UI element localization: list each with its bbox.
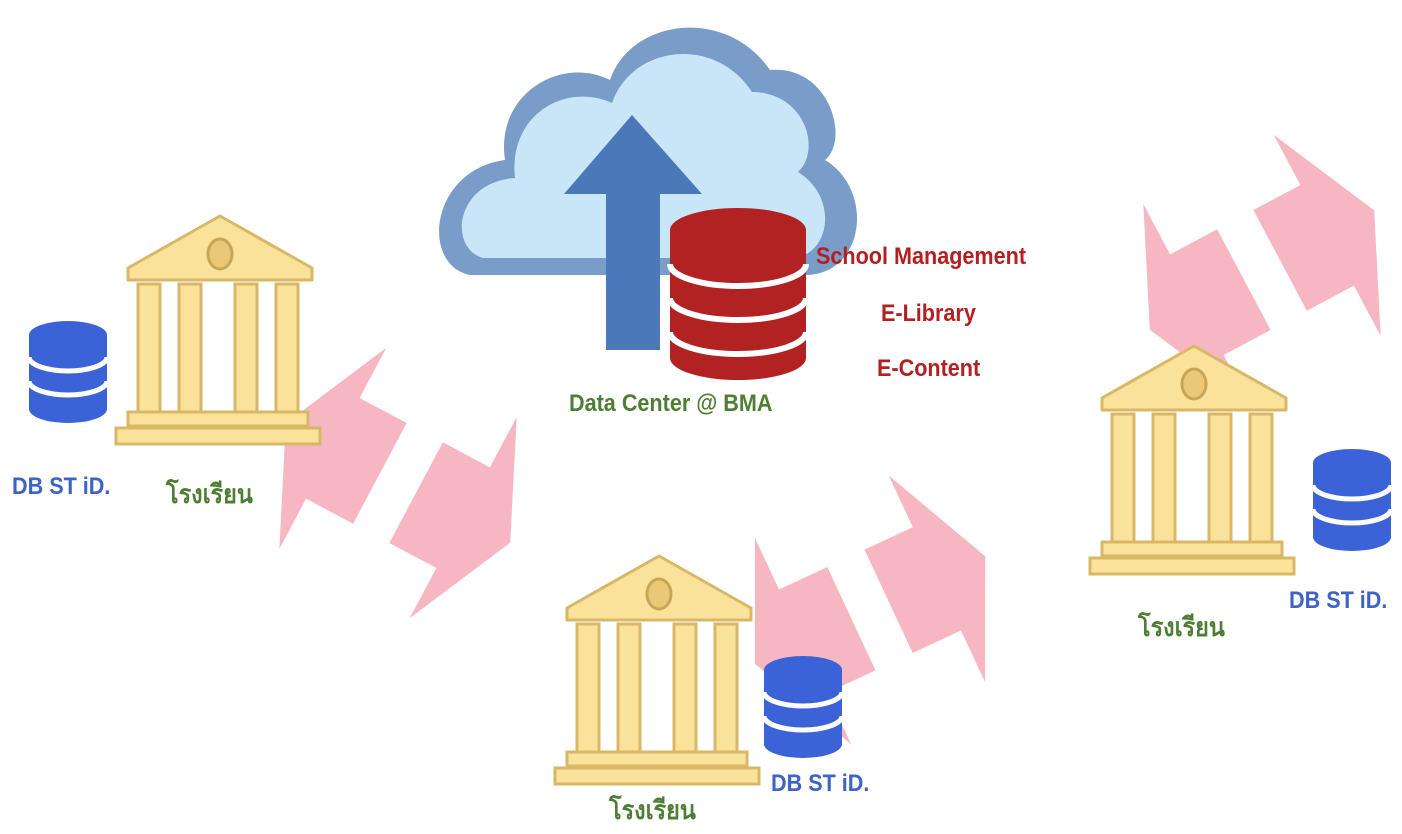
school-label: โรงเรียน — [166, 479, 253, 509]
sync-arrows-bottom-icon — [706, 452, 1034, 768]
school-database-icon — [1313, 449, 1391, 551]
upload-arrow-icon — [564, 115, 702, 350]
service-label-school-management: School Management — [816, 243, 1027, 270]
school-database-icon — [764, 656, 842, 758]
data-center-label: Data Center @ BMA — [569, 390, 773, 417]
db-label: DB ST iD. — [1289, 587, 1388, 614]
service-label-e-library: E-Library — [881, 300, 976, 327]
school-database-icon — [29, 321, 107, 423]
db-label: DB ST iD. — [771, 770, 870, 797]
school-label: โรงเรียน — [1138, 612, 1225, 642]
school-building-icon — [114, 214, 322, 446]
db-label: DB ST iD. — [12, 473, 111, 500]
service-label-e-content: E-Content — [877, 355, 981, 382]
central-database-icon — [667, 208, 809, 380]
school-building-icon — [1088, 344, 1296, 576]
school-label: โรงเรียน — [609, 795, 696, 825]
school-building-icon — [553, 554, 761, 786]
